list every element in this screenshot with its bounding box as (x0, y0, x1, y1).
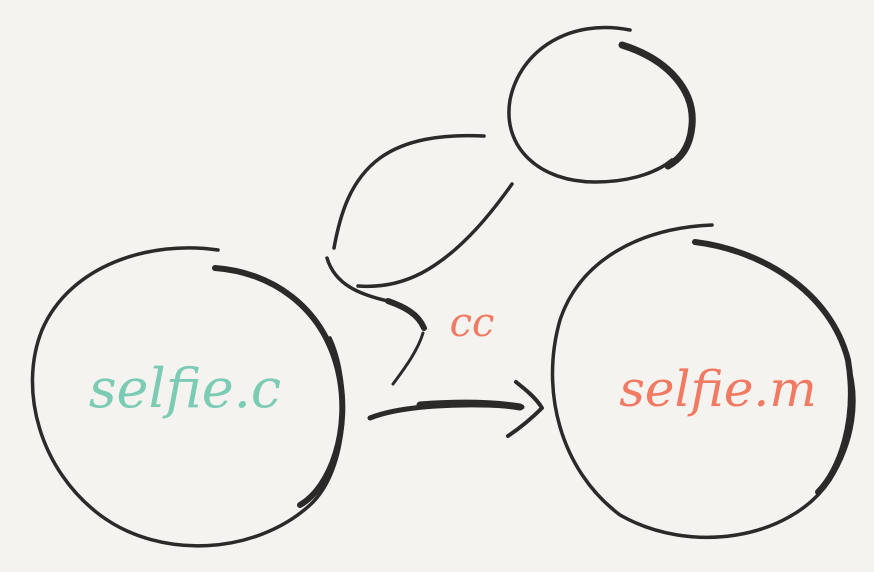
compiler-leg-lower (391, 331, 425, 386)
arrowhead (506, 380, 544, 438)
compile-arrow (367, 380, 544, 438)
source-node: selfie.c (30, 246, 346, 548)
compiler-front (356, 182, 514, 289)
compiler-head-circle-thin (507, 25, 674, 184)
compiler-head-circle-thick (618, 41, 696, 170)
target-node-label: selfie.m (619, 360, 817, 418)
arrow-shaft-thick (416, 399, 524, 411)
compiler-leg-thick (385, 298, 427, 331)
compiler-back (332, 133, 486, 250)
target-node: selfie.m (550, 223, 856, 540)
compiler-body: cc (325, 133, 514, 386)
source-node-label: selfie.c (89, 357, 281, 420)
compiler-head (507, 25, 696, 184)
edge-label: cc (450, 300, 495, 346)
target-node-circle-thick (692, 239, 854, 495)
source-node-circle-thick (212, 265, 346, 508)
compiler-leg-upper (325, 256, 394, 304)
